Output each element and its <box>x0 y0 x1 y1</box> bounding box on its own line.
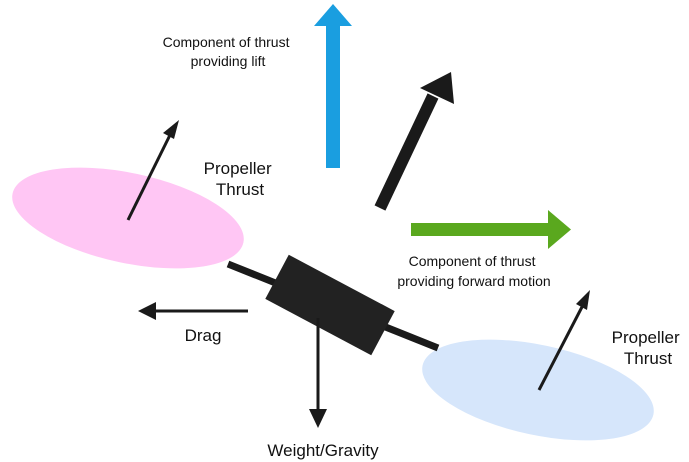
thrust-left-arrow <box>126 120 179 221</box>
forward-label: Component of thrust providing forward mo… <box>397 253 550 289</box>
lift-label: Component of thrust providing lift <box>163 34 294 69</box>
lift-label-line1: Component of thrust <box>163 34 290 50</box>
weight-arrow <box>309 318 327 428</box>
thrust-right-label: Propeller Thrust <box>612 328 685 368</box>
lift-label-line2: providing lift <box>191 53 266 69</box>
thrust-right-label-line1: Propeller <box>612 328 680 347</box>
forward-label-line1: Component of thrust <box>409 253 536 269</box>
drone-body <box>265 254 395 356</box>
forward-arrow <box>411 210 571 249</box>
forward-label-line2: providing forward motion <box>397 273 550 289</box>
thrust-left-label: Propeller Thrust <box>204 159 277 199</box>
thrust-right-label-line2: Thrust <box>624 349 672 368</box>
propeller-right-disc <box>422 339 654 441</box>
thrust-left-label-line2: Thrust <box>216 180 264 199</box>
thrust-left-label-line1: Propeller <box>204 159 272 178</box>
drag-arrow <box>138 302 248 320</box>
thrust-right-arrow <box>537 290 590 391</box>
resultant-thrust-arrow <box>374 72 454 211</box>
weight-label: Weight/Gravity <box>267 441 379 460</box>
drag-label: Drag <box>185 326 222 345</box>
lift-arrow <box>314 4 352 168</box>
